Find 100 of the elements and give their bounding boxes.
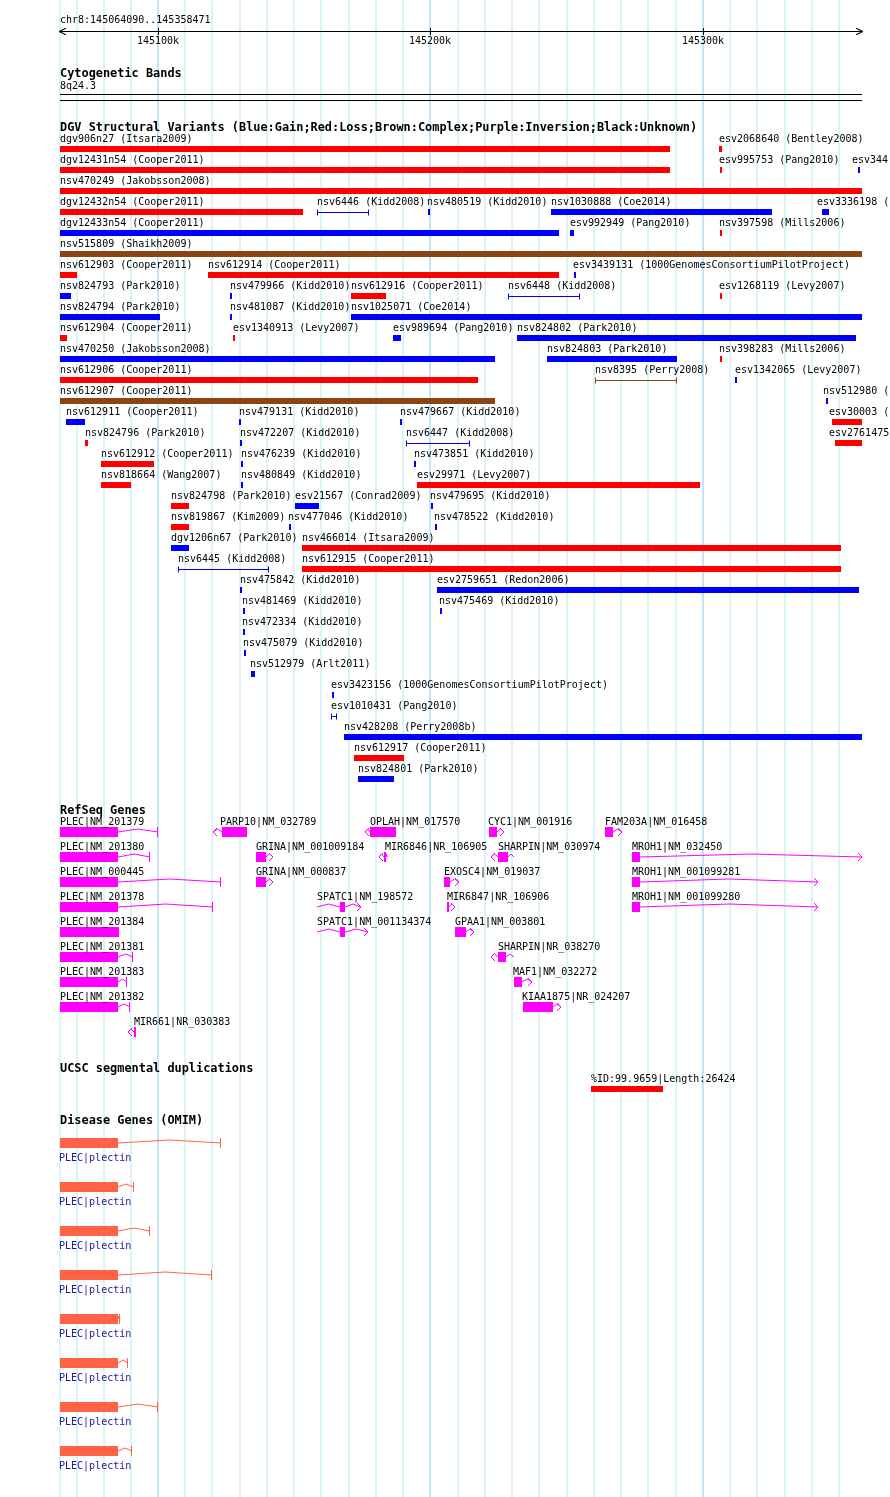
variant-label: nsv470249 (Jakobsson2008) [60, 175, 211, 187]
gene-label: PLEC|NM_201383 [60, 966, 145, 978]
band-label: 8q24.3 [60, 80, 97, 92]
variant-label: nsv512979 (Arlt2011) [250, 658, 371, 670]
variant-label: nsv824802 (Park2010) [517, 322, 638, 334]
variant-label: nsv481469 (Kidd2010) [242, 595, 363, 607]
variant-label: esv1268119 (Levy2007) [719, 280, 846, 292]
variant-label: nsv612912 (Cooper2011) [101, 448, 234, 460]
gene-label: MAF1|NM_032272 [513, 966, 598, 978]
track-title: Disease Genes (OMIM) [60, 1114, 204, 1127]
disease-gene-label: PLEC|plectin [59, 1240, 132, 1252]
region-label: chr8:145064090..145358471 [60, 14, 211, 26]
disease-gene-label: PLEC|plectin [59, 1416, 132, 1428]
variant-label: dgv1206n67 (Park2010) [171, 532, 298, 544]
variant-label: esv2761475 [829, 427, 890, 439]
scale-tick-label: 145200k [408, 35, 452, 47]
gene-label: PLEC|NM_201381 [60, 941, 145, 953]
variant-label: nsv397598 (Mills2006) [719, 217, 846, 229]
variant-label: nsv472207 (Kidd2010) [240, 427, 361, 439]
gene-label: MROH1|NM_001099280 [632, 891, 741, 903]
variant-label: nsv612917 (Cooper2011) [354, 742, 487, 754]
gene-label: SHARPIN|NR_038270 [498, 941, 601, 953]
variant-label: nsv612907 (Cooper2011) [60, 385, 193, 397]
disease-gene-label: PLEC|plectin [59, 1372, 132, 1384]
variant-label: nsv612906 (Cooper2011) [60, 364, 193, 376]
variant-label: esv2759651 (Redon2006) [437, 574, 570, 586]
gene-label: PLEC|NM_201379 [60, 816, 145, 828]
gene-label: MIR6846|NR_106905 [385, 841, 488, 853]
variant-label: esv1010431 (Pang2010) [331, 700, 458, 712]
variant-label: dgv906n27 (Itsara2009) [60, 133, 193, 145]
variant-label: nsv824798 (Park2010) [171, 490, 292, 502]
scale-tick-label: 145300k [681, 35, 725, 47]
scale-tick-label: 145100k [136, 35, 180, 47]
variant-label: nsv824794 (Park2010) [60, 301, 181, 313]
variant-label: nsv480519 (Kidd2010) [427, 196, 548, 208]
variant-label: nsv475079 (Kidd2010) [243, 637, 364, 649]
variant-label: dgv12431n54 (Cooper2011) [60, 154, 205, 166]
variant-label: nsv478522 (Kidd2010) [434, 511, 555, 523]
variant-label: nsv824801 (Park2010) [358, 763, 479, 775]
gene-label: GRINA|NM_001009184 [256, 841, 365, 853]
gene-label: MIR6847|NR_106906 [447, 891, 550, 903]
disease-gene-label: PLEC|plectin [59, 1284, 132, 1296]
variant-label: esv344 [852, 154, 889, 166]
disease-gene-label: PLEC|plectin [59, 1152, 132, 1164]
variant-label: esv3336198 ( [817, 196, 890, 208]
variant-label: nsv6445 (Kidd2008) [178, 553, 287, 565]
gene-label: SPATC1|NM_198572 [317, 891, 414, 903]
variant-label: esv21567 (Conrad2009) [295, 490, 422, 502]
variant-label: nsv472334 (Kidd2010) [242, 616, 363, 628]
variant-label: nsv824803 (Park2010) [547, 343, 668, 355]
gene-label: OPLAH|NM_017570 [370, 816, 461, 828]
variant-label: nsv475842 (Kidd2010) [240, 574, 361, 586]
variant-label: esv992949 (Pang2010) [570, 217, 691, 229]
variant-label: nsv612904 (Cooper2011) [60, 322, 193, 334]
variant-label: nsv479695 (Kidd2010) [430, 490, 551, 502]
variant-label: nsv512980 ( [823, 385, 890, 397]
variant-label: esv29971 (Levy2007) [417, 469, 532, 481]
variant-label: nsv819867 (Kim2009) [171, 511, 286, 523]
gene-label: SHARPIN|NM_030974 [498, 841, 601, 853]
variant-label: esv995753 (Pang2010) [719, 154, 840, 166]
track-title: DGV Structural Variants (Blue:Gain;Red:Loss;Brown:Complex;Purple:Inversion;Black:Unknown) [60, 121, 698, 134]
disease-gene-label: PLEC|plectin [59, 1196, 132, 1208]
variant-label: nsv1030888 (Coe2014) [551, 196, 672, 208]
variant-label: nsv466014 (Itsara2009) [302, 532, 435, 544]
variant-label: dgv12432n54 (Cooper2011) [60, 196, 205, 208]
variant-label: nsv470250 (Jakobsson2008) [60, 343, 211, 355]
variant-label: nsv612903 (Cooper2011) [60, 259, 193, 271]
variant-label: esv3439131 (1000GenomesConsortiumPilotProject) [573, 259, 850, 271]
disease-gene-label: PLEC|plectin [59, 1460, 132, 1472]
gene-label: FAM203A|NM_016458 [605, 816, 708, 828]
gene-label: PLEC|NM_201380 [60, 841, 145, 853]
variant-label: nsv479667 (Kidd2010) [400, 406, 521, 418]
variant-label: nsv612914 (Cooper2011) [208, 259, 341, 271]
gene-label: GRINA|NM_000837 [256, 866, 347, 878]
variant-label: esv30003 ( [829, 406, 890, 418]
variant-label: nsv6447 (Kidd2008) [406, 427, 515, 439]
gene-label: PLEC|NM_201378 [60, 891, 145, 903]
variant-label: nsv8395 (Perry2008) [595, 364, 710, 376]
variant-label: nsv473851 (Kidd2010) [414, 448, 535, 460]
track-title: Cytogenetic Bands [60, 67, 182, 80]
variant-label: nsv612916 (Cooper2011) [351, 280, 484, 292]
variant-label: nsv479131 (Kidd2010) [239, 406, 360, 418]
gene-label: EXOSC4|NM_019037 [444, 866, 541, 878]
variant-label: dgv12433n54 (Cooper2011) [60, 217, 205, 229]
variant-label: nsv398283 (Mills2006) [719, 343, 846, 355]
variant-label: nsv1025071 (Coe2014) [351, 301, 472, 313]
gene-label: PLEC|NM_201382 [60, 991, 145, 1003]
track-title: UCSC segmental duplications [60, 1062, 254, 1075]
variant-label: esv989694 (Pang2010) [393, 322, 514, 334]
variant-label: nsv824796 (Park2010) [85, 427, 206, 439]
duplication-label: %ID:99.9659|Length:26424 [591, 1073, 736, 1085]
variant-label: nsv612911 (Cooper2011) [66, 406, 199, 418]
gene-label: PLEC|NM_201384 [60, 916, 145, 928]
variant-label: nsv476239 (Kidd2010) [241, 448, 362, 460]
variant-label: esv1342065 (Levy2007) [735, 364, 862, 376]
gene-label: MROH1|NM_001099281 [632, 866, 741, 878]
gene-label: MIR661|NR_030383 [134, 1016, 231, 1028]
variant-label: nsv612915 (Cooper2011) [302, 553, 435, 565]
variant-label: nsv481087 (Kidd2010) [230, 301, 351, 313]
variant-label: nsv475469 (Kidd2010) [439, 595, 560, 607]
